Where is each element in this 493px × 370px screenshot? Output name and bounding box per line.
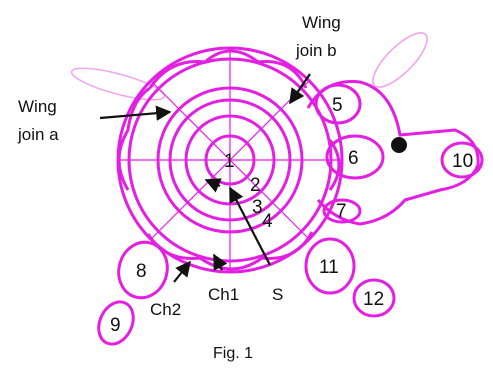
arrow-s [229, 186, 271, 266]
label-wing-join-b-2: join b [295, 41, 337, 60]
arrow-wing-join-a [99, 105, 172, 121]
label-10: 10 [452, 151, 473, 172]
label-7: 7 [336, 201, 347, 222]
label-wing-join-a-2: join a [17, 125, 59, 144]
arrow-ring-2 [204, 178, 222, 193]
label-11: 11 [319, 257, 339, 278]
label-12: 12 [363, 289, 384, 310]
label-5: 5 [332, 95, 343, 116]
label-3: 3 [252, 197, 263, 218]
ring-8 [117, 240, 169, 300]
ring-12 [352, 278, 396, 318]
label-1: 1 [224, 151, 235, 172]
body-scallops [117, 49, 341, 271]
label-ch1: Ch1 [208, 285, 239, 304]
label-s: S [272, 285, 283, 304]
label-4: 4 [262, 211, 273, 232]
wing-right [372, 32, 428, 88]
label-wing-join-b-1: Wing [302, 13, 341, 32]
arrow-ch1 [213, 253, 228, 271]
label-9: 9 [110, 315, 121, 336]
ring-6 [325, 134, 385, 180]
eye [391, 137, 407, 153]
wing-left [70, 67, 166, 101]
figure-caption: Fig. 1 [213, 345, 253, 362]
ring-9 [97, 300, 135, 346]
arrow-ch2 [173, 260, 191, 283]
label-wing-join-a-1: Wing [18, 97, 57, 116]
ring-5 [314, 83, 362, 125]
label-ch2: Ch2 [150, 300, 181, 319]
head [306, 80, 480, 226]
label-8: 8 [136, 261, 147, 282]
arrow-wing-join-b [289, 73, 311, 105]
ring-7 [322, 198, 362, 224]
label-6: 6 [348, 148, 359, 169]
label-2: 2 [250, 175, 261, 196]
ring-11 [304, 237, 356, 295]
ring-10 [440, 141, 484, 179]
